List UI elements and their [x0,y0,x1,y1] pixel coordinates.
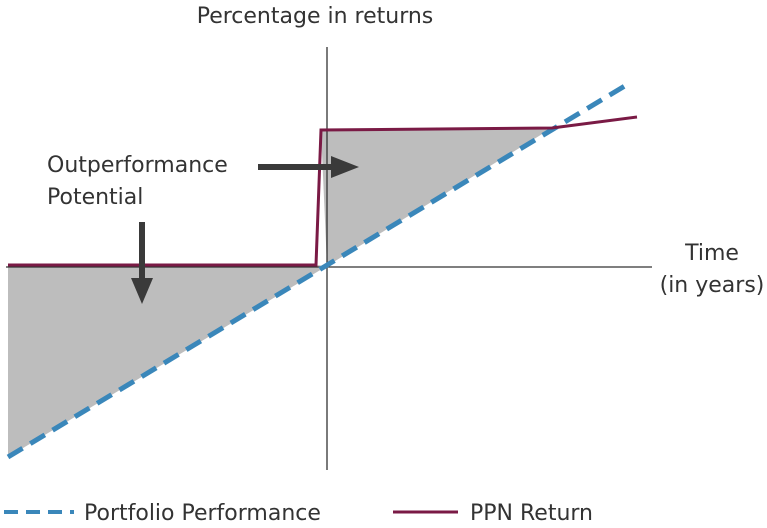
legend: Portfolio Performance PPN Return [4,501,593,526]
annotation-line1: Outperformance [47,153,228,178]
x-axis-label-line1: Time [684,241,739,266]
x-axis-label-line2: (in years) [660,273,765,298]
ppn-return-line [8,115,638,267]
portfolio-performance-line [6,81,630,460]
y-axis-label: Percentage in returns [197,4,434,29]
annotation-line2: Potential [47,185,143,210]
legend-portfolio-label: Portfolio Performance [84,501,321,526]
arrow-right-icon [258,156,359,178]
arrow-down-icon [131,222,153,304]
legend-ppn-label: PPN Return [470,501,593,526]
